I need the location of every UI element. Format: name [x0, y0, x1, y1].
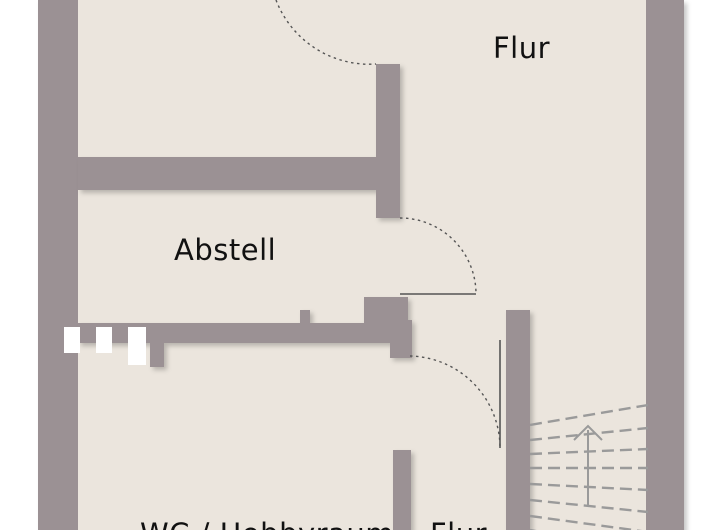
- window-openings: [64, 327, 146, 365]
- door-leaves: [400, 293, 501, 448]
- door-swing-abstell: [399, 217, 477, 295]
- floor-areas: [78, 0, 646, 530]
- wall-vertical-stair: [506, 310, 530, 530]
- room-label-flur: Flur: [493, 31, 550, 65]
- room-label-abstell: Abstell: [174, 233, 276, 267]
- wall-vertical-upper: [376, 64, 400, 218]
- interior-walls: [78, 64, 530, 530]
- stair-arrow-icon: [573, 424, 603, 505]
- room-abstell-floor: [78, 190, 398, 325]
- wall-horizontal-upper: [78, 157, 400, 190]
- stair-line-1: [530, 403, 648, 427]
- wall-door-jamb: [390, 320, 412, 358]
- room-top-left-floor: [78, 0, 378, 157]
- stair-line-7: [530, 514, 643, 530]
- room-bottom-left-floor: [78, 343, 398, 530]
- window-pane-1: [64, 327, 80, 353]
- door-swings: [275, 0, 501, 449]
- wall-nib-left: [300, 310, 310, 325]
- room-label-bottom-left: WC / Hobbyraum: [140, 517, 394, 530]
- window-pane-2: [96, 327, 112, 353]
- stair-line-6: [530, 498, 648, 514]
- window-pane-3: [128, 327, 146, 365]
- wall-horizontal-lower: [78, 323, 410, 343]
- wall-vertical-lower: [393, 450, 411, 530]
- door-swing-lower: [409, 355, 501, 449]
- room-label-bottom-right: Flur: [430, 517, 487, 530]
- wall-step-left: [150, 343, 164, 367]
